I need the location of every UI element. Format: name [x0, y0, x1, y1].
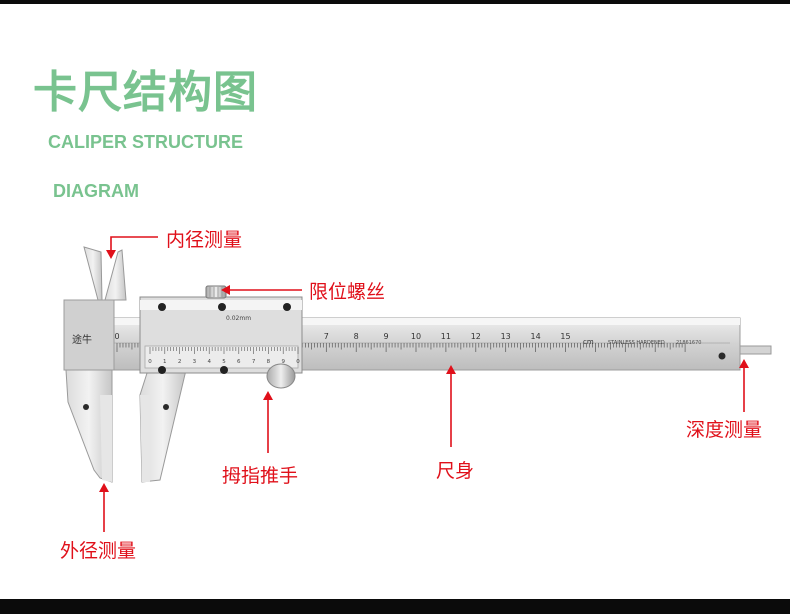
vernier-scale-number: 0	[148, 359, 152, 365]
material-label: STAINLESS HARDENED	[608, 340, 665, 346]
vernier-scale-ticks	[149, 347, 299, 354]
main-scale-number: 15	[560, 332, 570, 341]
arrow-head-thumb	[263, 391, 273, 400]
slider-screw-4	[158, 366, 166, 374]
vernier-scale-number: 4	[207, 359, 211, 365]
jaw-rivet-fixed	[83, 404, 89, 410]
vernier-scale-number: 2	[178, 359, 182, 365]
main-scale-number: 11	[441, 332, 451, 341]
top-border	[0, 0, 790, 4]
main-scale-number: 13	[501, 332, 511, 341]
limit-screw-knob	[205, 285, 227, 299]
label-limit-screw: 限位螺丝	[309, 281, 386, 303]
arrow-head-inner	[106, 250, 116, 259]
main-scale-number: 14	[531, 332, 541, 341]
slider-screw-5	[220, 366, 228, 374]
vernier-scale-numbers: 0 1 2 3 4 5 6 7 8 9 0	[148, 359, 300, 365]
unit-label: cm	[583, 338, 594, 346]
vernier-scale-number: 6	[237, 359, 241, 365]
slider-screw-3	[283, 303, 291, 311]
movable-inner-jaw	[104, 249, 127, 301]
fixed-inner-jaw	[83, 246, 103, 301]
label-inner-measure: 内径测量	[166, 229, 243, 251]
vernier-precision-label: 0.02mm	[226, 315, 251, 322]
arrow-head-outer	[99, 483, 109, 492]
vernier-scale-number: 5	[222, 359, 226, 365]
subtitle-line-1: CALIPER STRUCTURE	[48, 132, 244, 152]
main-scale-number: 7	[324, 332, 329, 341]
brand-mark: 途牛	[72, 333, 92, 346]
outer-jaw-face-right	[140, 395, 150, 482]
slider-screw-2	[218, 303, 226, 311]
label-outer-measure: 外径测量	[60, 540, 137, 562]
vernier-scale-number: 1	[163, 359, 167, 365]
main-scale-number: 9	[384, 332, 389, 341]
beam-highlight	[64, 318, 740, 325]
beam-end-screw	[718, 352, 726, 360]
main-scale-number: 10	[411, 332, 421, 341]
jaw-rivet-movable	[163, 404, 169, 410]
label-thumb-push: 拇指推手	[222, 465, 299, 487]
vernier-scale-number: 3	[193, 359, 197, 365]
vernier-scale-number: 9	[281, 359, 285, 365]
main-scale-number: 12	[471, 332, 481, 341]
thumb-wheel	[266, 363, 296, 389]
label-ruler-body: 尺身	[436, 460, 475, 482]
outer-jaw-face	[100, 395, 112, 482]
callout-line-inner	[110, 236, 158, 250]
arrow-head-depth	[739, 359, 749, 368]
arrow-head-ruler	[446, 365, 456, 374]
vernier-scale-number: 7	[252, 359, 256, 365]
bottom-border	[0, 599, 790, 614]
depth-rod	[737, 345, 772, 355]
fixed-head	[63, 299, 115, 371]
vernier-scale-number: 8	[267, 359, 271, 365]
arrow-head-limit-screw	[221, 285, 230, 295]
slider-screw-1	[158, 303, 166, 311]
subtitle-line-2: DIAGRAM	[53, 181, 139, 201]
serial-number: 21861670	[676, 340, 701, 346]
main-scale-number: 8	[354, 332, 359, 341]
label-depth-measure: 深度测量	[686, 419, 763, 441]
diagram-title: 卡尺结构图	[33, 67, 258, 118]
main-scale-number: 0	[114, 332, 119, 341]
vernier-scale-number: 0	[296, 359, 300, 365]
